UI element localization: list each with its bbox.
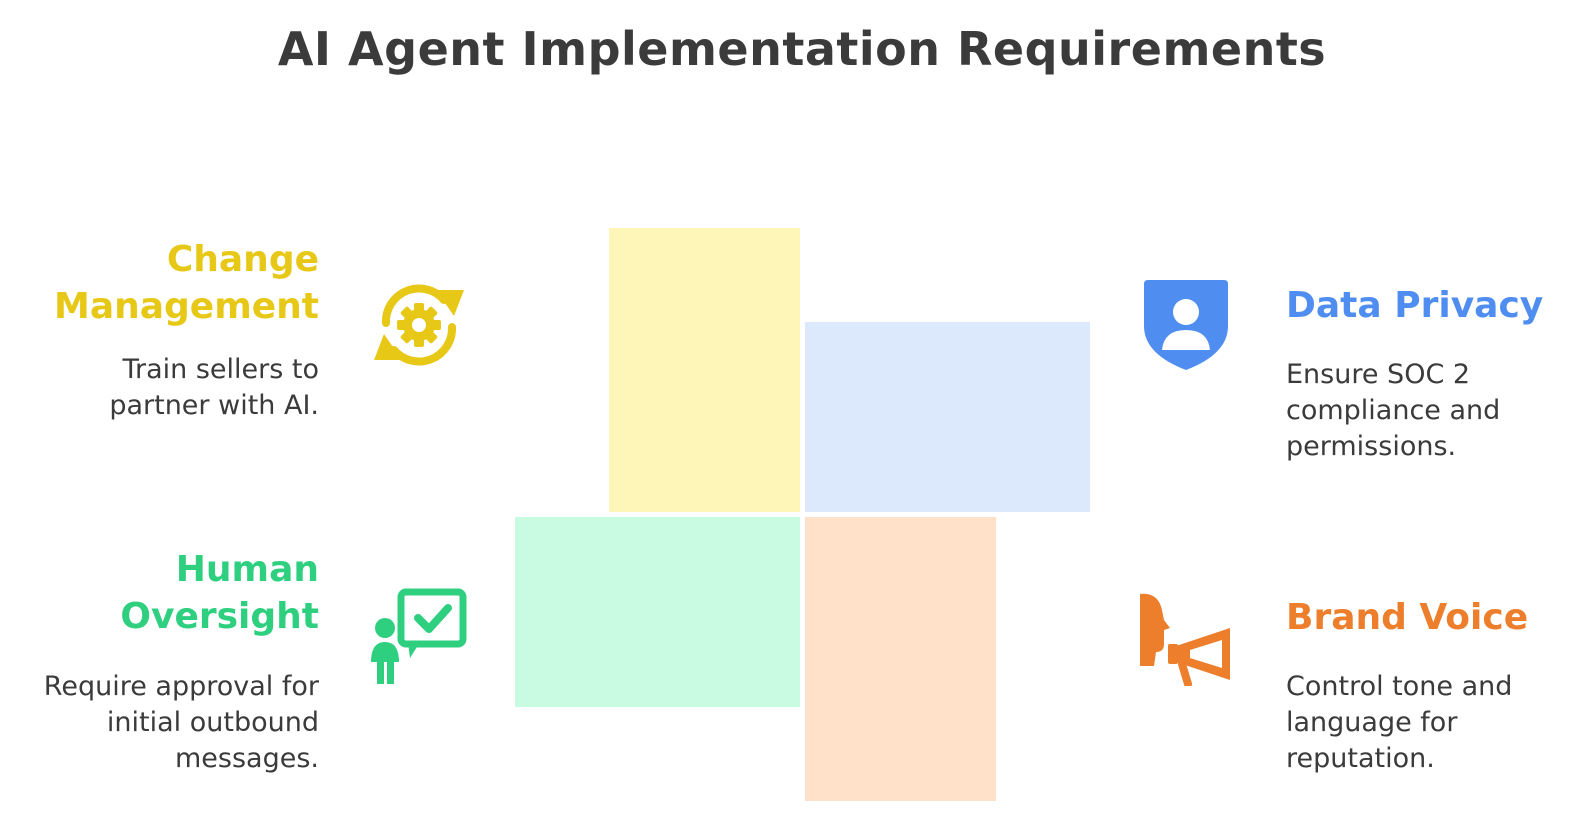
- human-oversight-description: Require approval for initial outbound me…: [44, 669, 319, 777]
- change-management-label: Change Management: [54, 236, 319, 330]
- change-management-label-line1: Change: [166, 239, 319, 280]
- brand-voice-desc-line1: Control tone and: [1286, 671, 1513, 702]
- change-management-desc-line1: Train sellers to: [122, 354, 319, 385]
- human-oversight-desc-line2: initial outbound: [106, 707, 319, 738]
- data-privacy-block: [805, 322, 1090, 512]
- change-management-label-line2: Management: [54, 286, 319, 327]
- brand-voice-desc-line2: language for: [1286, 707, 1458, 738]
- data-privacy-desc-line2: compliance and: [1286, 395, 1501, 426]
- brand-voice-label: Brand Voice: [1286, 597, 1529, 638]
- data-privacy-desc-line1: Ensure SOC 2: [1286, 359, 1471, 390]
- page-title: AI Agent Implementation Requirements: [277, 22, 1327, 76]
- change-management-block: [609, 228, 800, 512]
- data-privacy-description: Ensure SOC 2 compliance and permissions.: [1286, 357, 1500, 465]
- human-oversight-desc-line3: messages.: [175, 743, 319, 774]
- human-oversight-block: [515, 517, 800, 707]
- human-oversight-label-line2: Oversight: [120, 596, 319, 637]
- data-privacy-desc-line3: permissions.: [1286, 431, 1457, 462]
- change-management-description: Train sellers to partner with AI.: [109, 352, 319, 424]
- human-oversight-label: Human Oversight: [120, 546, 319, 640]
- data-privacy-label: Data Privacy: [1286, 285, 1544, 326]
- person-approval-icon: [368, 588, 468, 686]
- human-oversight-label-line1: Human: [175, 549, 319, 590]
- brand-voice-desc-line3: reputation.: [1286, 743, 1435, 774]
- human-oversight-desc-line1: Require approval for: [43, 671, 319, 702]
- shield-user-icon: [1140, 278, 1232, 372]
- brand-voice-description: Control tone and language for reputation…: [1286, 669, 1512, 777]
- gear-cycle-icon: [372, 278, 466, 372]
- brand-voice-block: [805, 517, 996, 801]
- change-management-desc-line2: partner with AI.: [109, 390, 319, 421]
- megaphone-head-icon: [1138, 590, 1234, 686]
